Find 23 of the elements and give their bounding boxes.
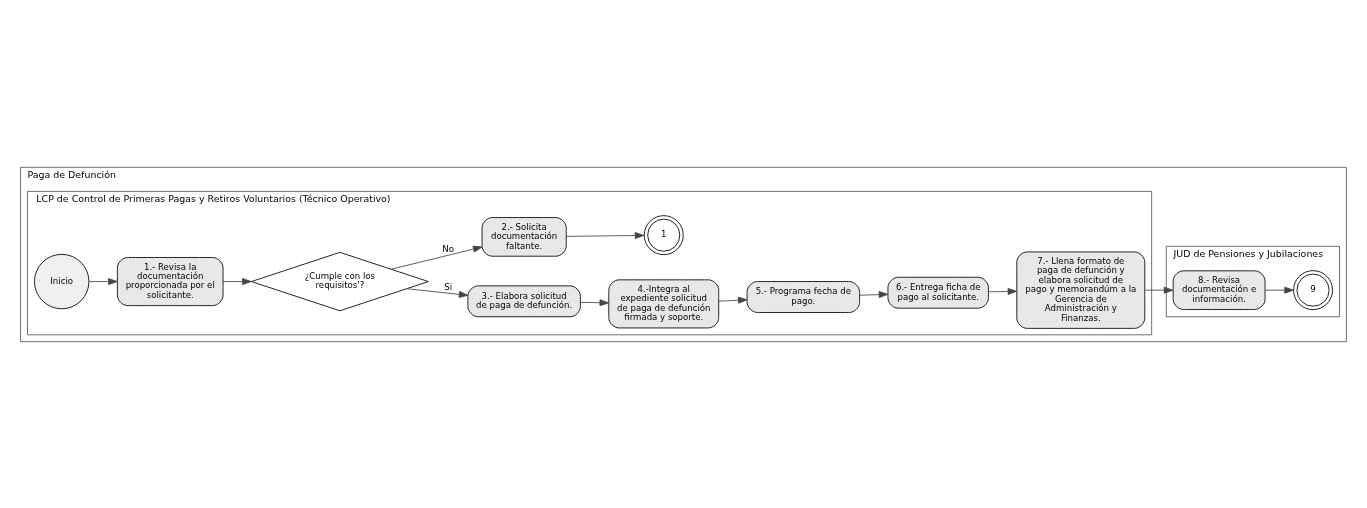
node-box: 5.- Programa fecha de pago. (746, 280, 861, 313)
node-box: 7.- Llena formato de paga de defunción y elabora solicitud de pago y memorandúm a la Gerencia de Administración y Finanzas. (1016, 251, 1146, 329)
arrow (565, 231, 645, 239)
arrow (390, 245, 483, 270)
arrow (580, 298, 609, 306)
edge-label: No (442, 242, 454, 253)
node-box: 4.-Integra al expediente solicitud de paga de defunción firmada y soporte. (608, 278, 720, 328)
node-box: 3.- Elabora solicitud de paga de defunción. (467, 284, 581, 317)
arrow (88, 277, 118, 285)
arrow (988, 287, 1018, 295)
node-box: 8.- Revisa documentación e información. (1172, 269, 1266, 310)
node-diamond: ¿Cumple con los requisitos'? (250, 251, 429, 311)
node-circle: Inicio (34, 253, 90, 309)
arrow (859, 290, 889, 298)
node-box: 1.- Revisa la documentación proporcionada por el solicitante. (116, 256, 224, 306)
node-box: 6.- Entrega ficha de pago al solicitante. (887, 276, 989, 309)
node-box: 2.- Solicita documentación faltante. (481, 216, 567, 257)
arrow (222, 277, 252, 285)
arrow (1264, 286, 1294, 294)
edge-label: Si (444, 281, 453, 292)
arrow (406, 287, 469, 298)
arrow (718, 296, 748, 304)
arrow (1144, 286, 1174, 294)
